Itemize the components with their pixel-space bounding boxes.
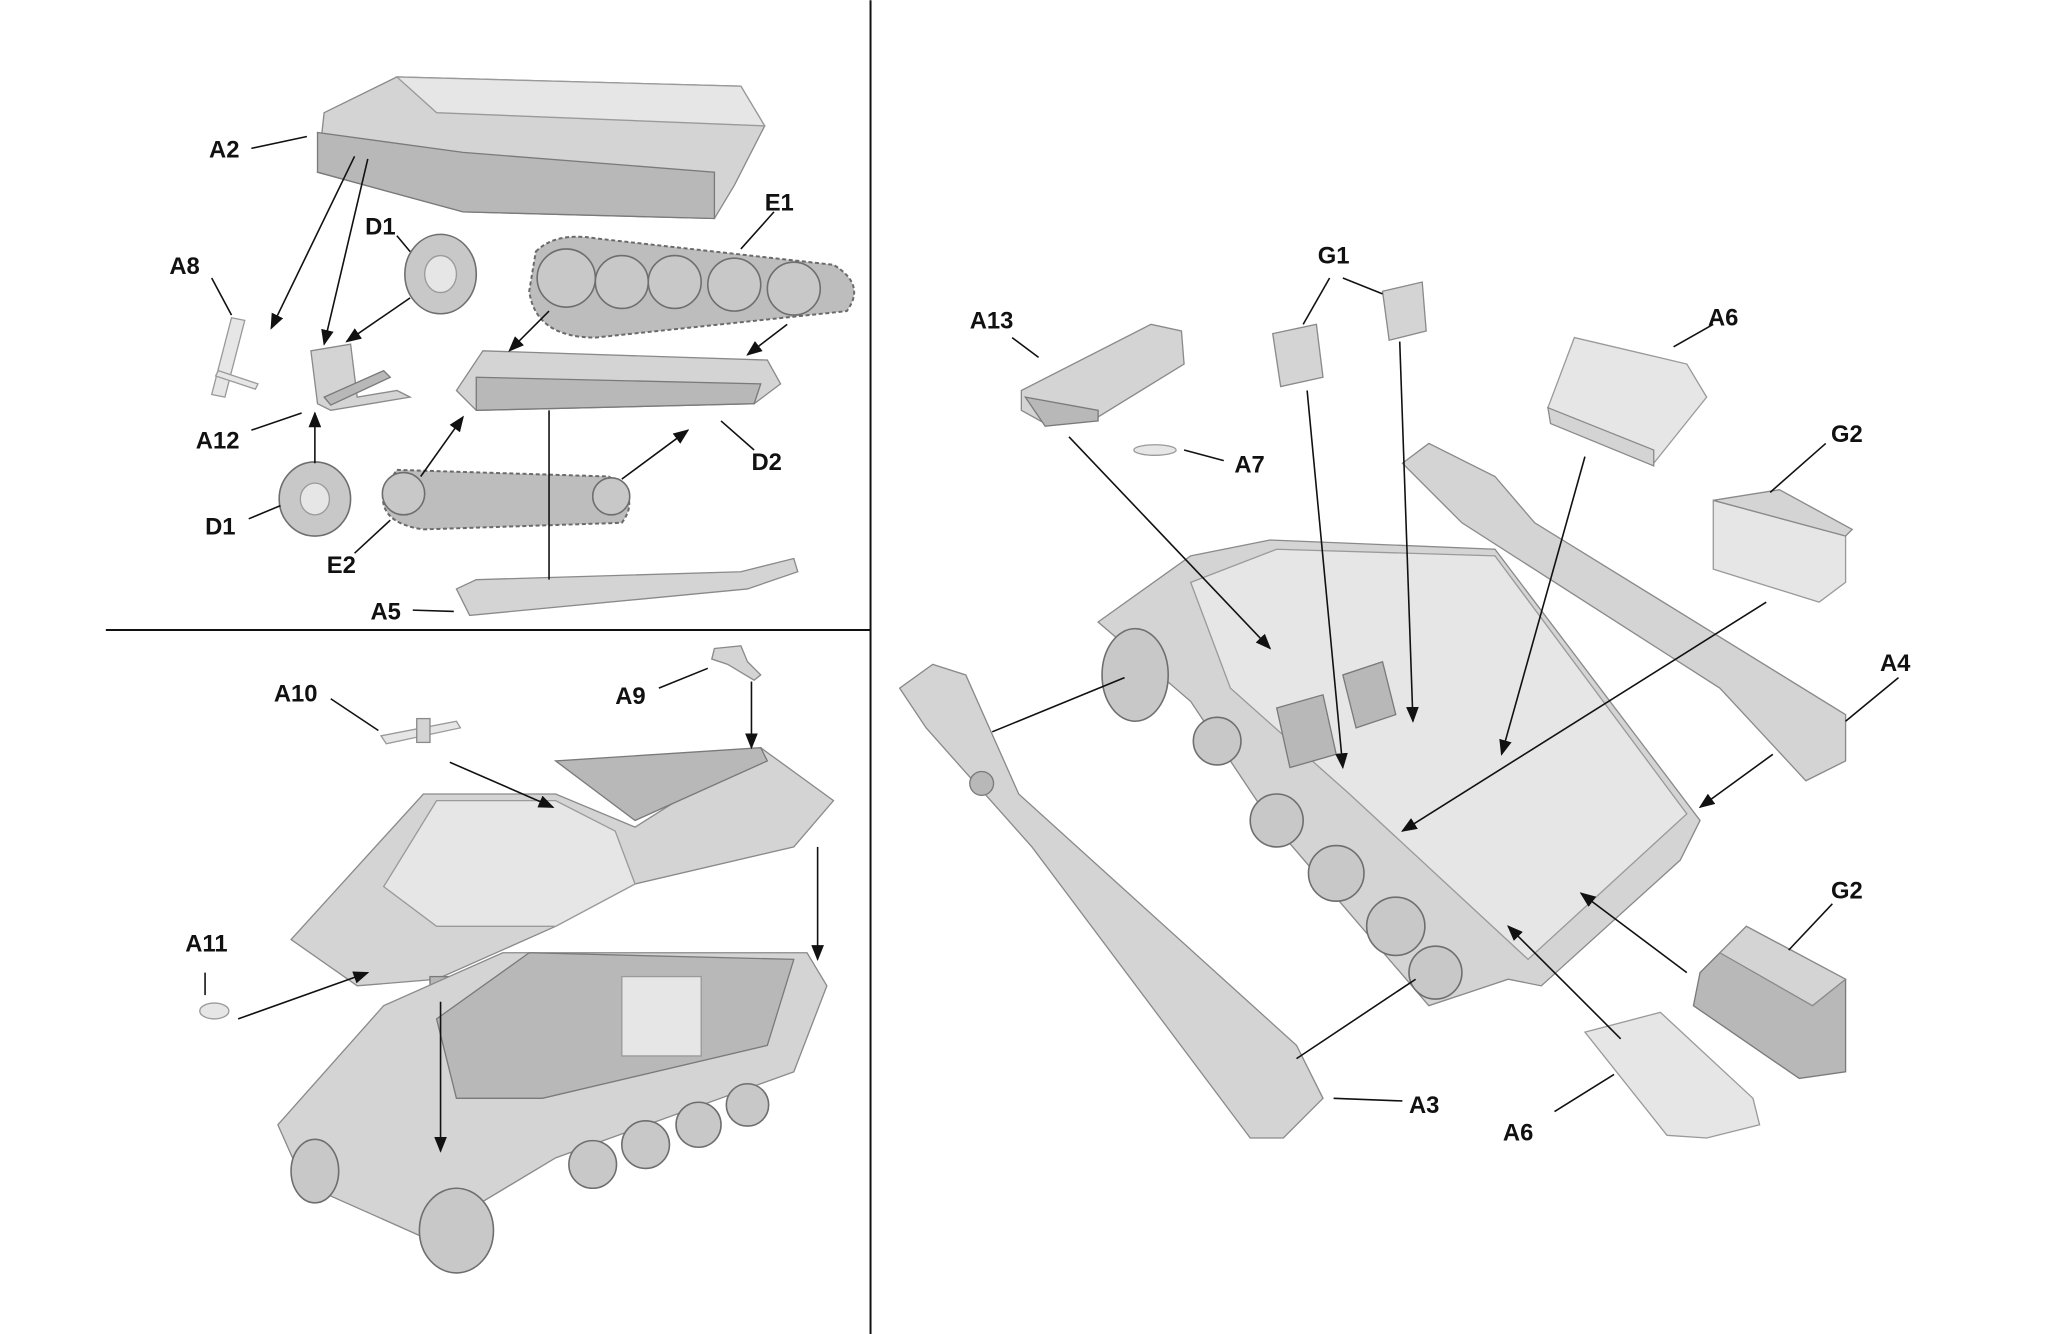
label-a11: A11 [185,930,227,957]
label-d2: D2 [751,449,781,476]
part-a13-dashboard [1020,323,1185,427]
part-a12-axle [310,343,413,412]
label-a8: A8 [169,253,199,280]
part-a5-lower-plate [455,557,799,617]
part-d1-wheel-top [404,233,478,315]
label-d1-bottom: D1 [205,514,235,541]
part-a6-seat-top [1547,336,1708,467]
part-d2-frame [455,350,782,412]
part-g2-ammo-top [1712,489,1854,603]
main-hull-assembly [1097,539,1701,1007]
part-g2-ammo-bottom [1692,925,1847,1080]
label-a10: A10 [274,680,318,707]
panel-right: A13 G1 A6 A7 G2 A4 G2 A3 A6 [898,242,1911,1147]
label-g2-bottom: G2 [1831,878,1863,905]
label-d1-top: D1 [365,213,395,240]
part-g1-containers [1271,281,1427,388]
part-a10-machine-gun [379,717,462,745]
panel-bottom-left: A10 A9 A11 [185,645,835,1274]
label-a6-top: A6 [1708,305,1738,332]
label-a2: A2 [209,137,239,164]
part-a3-side-plate [898,663,1324,1139]
part-a4-side-plate [1401,442,1847,782]
label-a4: A4 [1880,650,1911,677]
part-e2-track [381,468,631,531]
label-a5: A5 [370,598,400,625]
label-e1: E1 [765,190,794,217]
label-a9: A9 [615,683,645,710]
label-e2: E2 [327,552,356,579]
part-a7 [1133,444,1177,456]
label-a3: A3 [1409,1092,1439,1119]
part-a11-cap [199,1002,230,1020]
label-a13: A13 [970,307,1014,334]
part-a2-upper-hull [316,76,766,220]
panel-top-left: A2 D1 E1 A8 A12 D1 E2 D2 A5 [169,76,856,625]
label-g2-top: G2 [1831,421,1863,448]
part-a8 [210,316,259,398]
part-e1-track [528,235,856,339]
label-g1: G1 [1318,242,1350,269]
label-a7: A7 [1234,452,1264,479]
part-a9-mount [710,645,762,682]
part-a6-seat-bottom [1583,1011,1761,1139]
label-a12: A12 [196,428,240,455]
label-a6-bottom: A6 [1503,1120,1533,1147]
part-d1-wheel-bottom [278,461,352,537]
superstructure-assembly [290,746,835,996]
lower-hull-assembly [277,952,828,1274]
